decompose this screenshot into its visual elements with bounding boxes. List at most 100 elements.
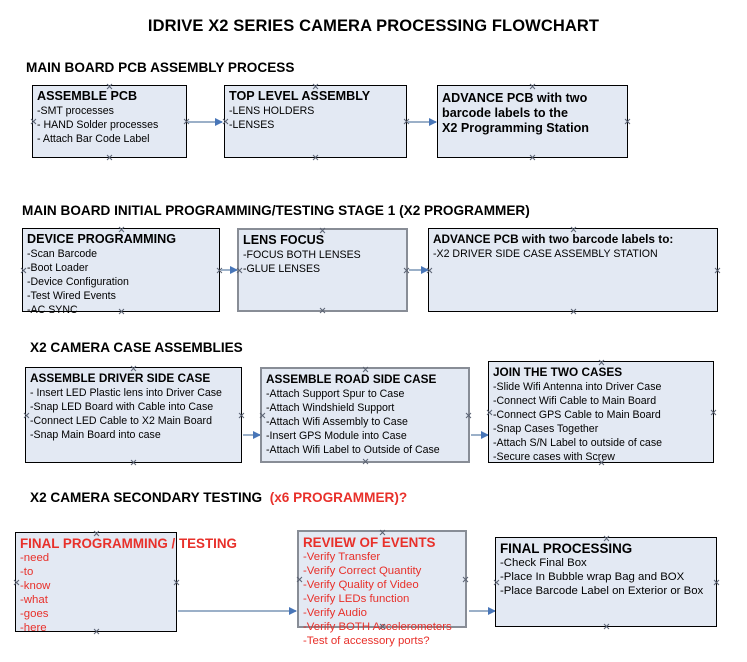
node-line: -Connect GPS Cable to Main Board bbox=[493, 409, 661, 421]
node-title-line3: X2 Programming Station bbox=[442, 121, 589, 135]
resize-handle-left[interactable] bbox=[296, 576, 303, 583]
resize-handle-bottom[interactable] bbox=[106, 154, 113, 161]
resize-handle-bottom[interactable] bbox=[570, 308, 577, 315]
node-final-programming-testing[interactable]: FINAL PROGRAMMING / TESTING -need -to -k… bbox=[13, 532, 237, 634]
node-device-programming[interactable]: DEVICE PROGRAMMING -Scan Barcode -Boot L… bbox=[20, 228, 220, 316]
node-advance-pcb-driver-case[interactable]: ADVANCE PCB with two barcode labels to: … bbox=[428, 228, 718, 312]
section-heading-1: MAIN BOARD PCB ASSEMBLY PROCESS bbox=[26, 60, 294, 75]
node-line: -Snap Main Board into case bbox=[30, 429, 161, 441]
node-lens-focus[interactable]: LENS FOCUS -FOCUS BOTH LENSES -GLUE LENS… bbox=[237, 228, 408, 312]
resize-handle-bottom[interactable] bbox=[130, 459, 137, 466]
node-line: -Attach Wifi Label to Outside of Case bbox=[266, 444, 440, 456]
connector-arrow bbox=[469, 607, 496, 615]
node-title: FINAL PROCESSING bbox=[500, 541, 633, 556]
node-line: -Verify BOTH Accelerometers bbox=[303, 621, 452, 633]
connector-arrow bbox=[221, 266, 238, 274]
node-line-overflow: -Test of accessory ports? bbox=[303, 635, 430, 647]
node-join-the-two-cases[interactable]: JOIN THE TWO CASES -Slide Wifi Antenna i… bbox=[488, 361, 714, 463]
node-review-of-events[interactable]: REVIEW OF EVENTS -Verify Transfer -Verif… bbox=[296, 530, 467, 647]
node-title: ASSEMBLE PCB bbox=[37, 89, 138, 103]
node-assemble-road-side-case[interactable]: ASSEMBLE ROAD SIDE CASE -Attach Support … bbox=[260, 367, 470, 463]
node-advance-pcb-station[interactable]: ADVANCE PCB with two barcode labels to t… bbox=[437, 85, 628, 158]
node-line: -Verify Audio bbox=[303, 607, 367, 619]
resize-handle-bottom[interactable] bbox=[529, 154, 536, 161]
node-line: -Slide Wifi Antenna into Driver Case bbox=[493, 381, 662, 393]
section-heading-3-text: X2 CAMERA CASE ASSEMBLIES bbox=[30, 340, 243, 355]
resize-handle-top[interactable] bbox=[529, 83, 536, 90]
resize-handle-left[interactable] bbox=[236, 267, 243, 274]
section-heading-1-text: MAIN BOARD PCB ASSEMBLY PROCESS bbox=[26, 60, 295, 75]
node-line: -Secure cases with Screw bbox=[493, 451, 615, 463]
connector-arrow bbox=[408, 118, 437, 126]
resize-handle-bottom[interactable] bbox=[603, 623, 610, 630]
arrow-head-icon bbox=[429, 118, 437, 126]
arrow-head-icon bbox=[215, 118, 223, 126]
resize-handle-left[interactable] bbox=[13, 579, 20, 586]
arrow-head-icon bbox=[230, 266, 238, 274]
node-final-processing[interactable]: FINAL PROCESSING -Check Final Box -Place… bbox=[495, 537, 717, 627]
node-line: -Connect Wifi Cable to Main Board bbox=[493, 395, 657, 407]
resize-handle-left[interactable] bbox=[259, 412, 266, 419]
section-heading-4-text: X2 CAMERA SECONDARY TESTING bbox=[30, 490, 263, 505]
node-title: LENS FOCUS bbox=[243, 233, 325, 247]
resize-handle-bottom[interactable] bbox=[362, 458, 369, 465]
node-line: -Insert GPS Module into Case bbox=[266, 430, 407, 442]
section-heading-3: X2 CAMERA CASE ASSEMBLIES bbox=[30, 340, 243, 355]
node-title: FINAL PROGRAMMING / TESTING bbox=[20, 536, 237, 551]
node-title: DEVICE PROGRAMMING bbox=[27, 232, 177, 246]
node-line: -Check Final Box bbox=[500, 557, 587, 569]
section-heading-4: X2 CAMERA SECONDARY TESTING (x6 PROGRAMM… bbox=[30, 490, 407, 505]
node-line: -Boot Loader bbox=[27, 262, 89, 274]
resize-handle-left[interactable] bbox=[30, 118, 37, 125]
resize-handle-bottom[interactable] bbox=[319, 307, 326, 314]
node-top-level-assembly[interactable]: TOP LEVEL ASSEMBLY -LENS HOLDERS -LENSES bbox=[224, 85, 407, 158]
node-assemble-pcb[interactable]: ASSEMBLE PCB -SMT processes - HAND Solde… bbox=[32, 85, 187, 158]
connector-arrow bbox=[243, 431, 261, 439]
arrow-head-icon bbox=[421, 266, 429, 274]
node-line: -Attach Support Spur to Case bbox=[266, 388, 405, 400]
connector-arrow bbox=[178, 607, 297, 615]
resize-handle-left[interactable] bbox=[493, 579, 500, 586]
node-title: ADVANCE PCB with two bbox=[442, 91, 588, 105]
node-line: -LENS HOLDERS bbox=[229, 105, 315, 117]
node-line: -FOCUS BOTH LENSES bbox=[243, 249, 361, 261]
node-line: -here bbox=[20, 622, 47, 634]
node-line: -Attach S/N Label to outside of case bbox=[493, 437, 663, 449]
node-line: -Verify Transfer bbox=[303, 551, 381, 563]
node-line: -AC SYNC bbox=[27, 304, 78, 316]
page-title: IDRIVE X2 SERIES CAMERA PROCESSING FLOWC… bbox=[147, 17, 600, 35]
arrow-head-icon bbox=[488, 607, 496, 615]
node-line: -LENSES bbox=[229, 119, 275, 131]
node-line: -Place Barcode Label on Exterior or Box bbox=[500, 585, 704, 597]
resize-handle-right[interactable] bbox=[714, 267, 721, 274]
node-line: -to bbox=[20, 566, 34, 578]
node-line: -Snap Cases Together bbox=[493, 423, 599, 435]
node-title: TOP LEVEL ASSEMBLY bbox=[229, 89, 371, 103]
node-line: -Attach Windshield Support bbox=[266, 402, 395, 414]
arrow-head-icon bbox=[481, 431, 489, 439]
node-title: ASSEMBLE ROAD SIDE CASE bbox=[266, 372, 437, 386]
node-line: -Scan Barcode bbox=[27, 248, 98, 260]
node-title: JOIN THE TWO CASES bbox=[493, 365, 623, 379]
node-line: -goes bbox=[20, 608, 49, 620]
node-title-line2: barcode labels to the bbox=[442, 106, 568, 120]
node-line: -Verify Quality of Video bbox=[303, 579, 419, 591]
resize-handle-left[interactable] bbox=[20, 267, 27, 274]
resize-handle-left[interactable] bbox=[23, 412, 30, 419]
node-line: - Insert LED Plastic lens into Driver Ca… bbox=[30, 387, 222, 399]
node-line: -Verify LEDs function bbox=[303, 593, 410, 605]
connector-arrow bbox=[188, 118, 223, 126]
node-line: -Place In Bubble wrap Bag and BOX bbox=[500, 571, 685, 583]
node-line: -SMT processes bbox=[37, 105, 114, 117]
section-heading-2-text: MAIN BOARD INITIAL PROGRAMMING/TESTING S… bbox=[22, 203, 530, 218]
node-assemble-driver-side-case[interactable]: ASSEMBLE DRIVER SIDE CASE - Insert LED P… bbox=[25, 367, 242, 463]
node-title: ASSEMBLE DRIVER SIDE CASE bbox=[30, 371, 211, 385]
resize-handle-bottom[interactable] bbox=[312, 154, 319, 161]
section-heading-4-accent: (x6 PROGRAMMER)? bbox=[269, 490, 408, 505]
node-line: -Snap LED Board with Cable into Case bbox=[30, 401, 214, 413]
node-line: -Verify Correct Quantity bbox=[303, 565, 422, 577]
resize-handle-left[interactable] bbox=[486, 409, 493, 416]
connector-arrow bbox=[471, 431, 489, 439]
node-line: -GLUE LENSES bbox=[243, 263, 321, 275]
